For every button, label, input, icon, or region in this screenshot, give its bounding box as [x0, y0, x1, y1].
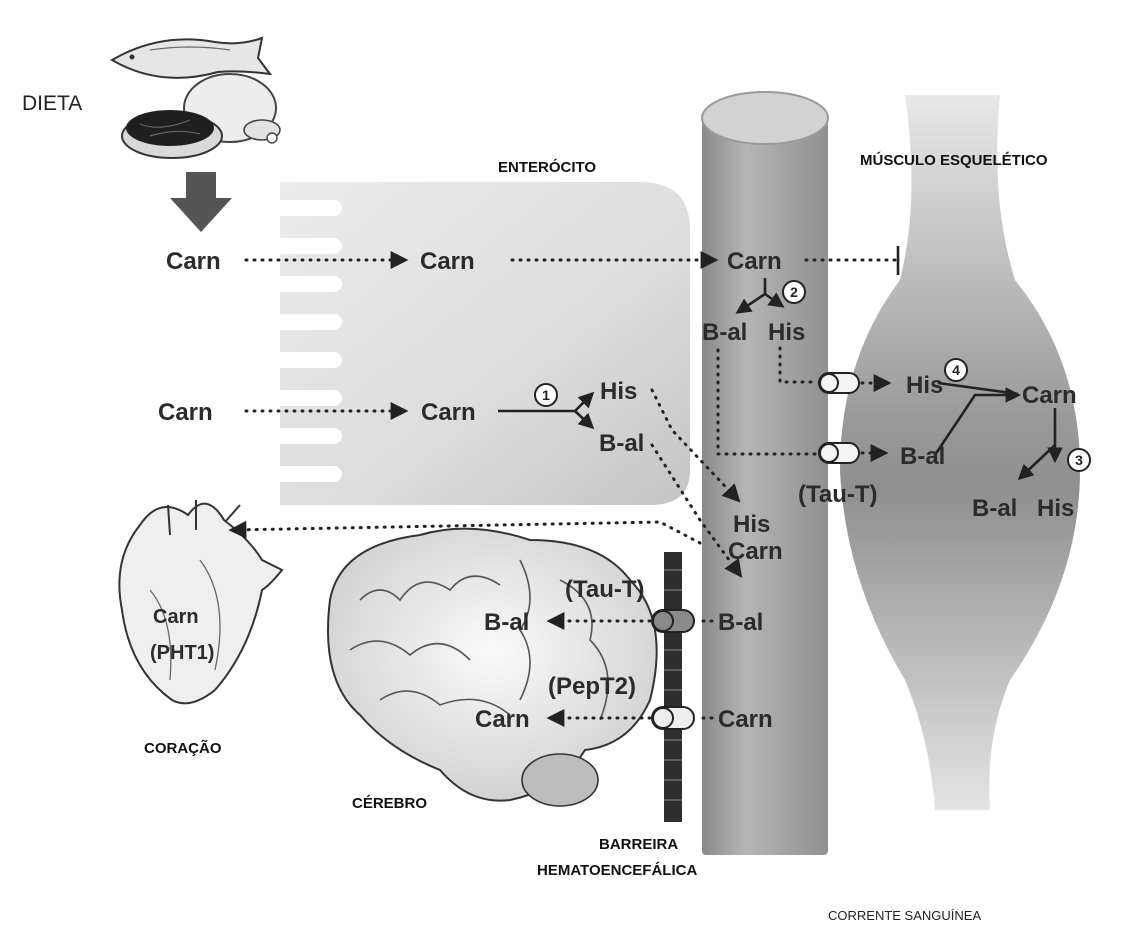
bbb-label-line2: HEMATOENCEFÁLICA: [537, 862, 697, 879]
heart-carn-label: Carn: [153, 606, 199, 628]
transporter-icon-brain-carn: [652, 707, 694, 729]
blood-bal-label: B-al: [702, 319, 747, 346]
skeletal-muscle-label: MÚSCULO ESQUELÉTICO: [860, 151, 1048, 169]
brain-icon: [328, 529, 657, 806]
enterocyte-his-label: His: [600, 378, 637, 405]
svg-text:2: 2: [790, 284, 798, 300]
muscle-his-out-label: His: [1037, 495, 1074, 522]
blood-his-label: His: [768, 319, 805, 346]
enterocyte-carn-label: Carn: [421, 399, 476, 426]
muscle-his-label: His: [906, 372, 943, 399]
brain-pept2-label: (PepT2): [548, 673, 636, 700]
muscle-bal-out-label: B-al: [972, 495, 1017, 522]
skeletal-muscle-shape: [840, 95, 1080, 810]
enterocyte-label: ENTERÓCITO: [498, 158, 596, 176]
transporter-icon-muscle-his: [819, 373, 859, 393]
muscle-bal-label: B-al: [900, 443, 945, 470]
diet-intake-arrow: [170, 172, 232, 232]
enterocyte-carn-top-label: Carn: [420, 248, 475, 275]
muscle-carn-label: Carn: [1022, 382, 1077, 409]
heart-label: CORAÇÃO: [144, 739, 222, 757]
transporter-icon-muscle-bal: [819, 443, 859, 463]
muscle-taut-label: (Tau-T): [798, 481, 878, 508]
blood-carn-brain-label: Carn: [718, 706, 773, 733]
blood-carn-top-label: Carn: [727, 248, 782, 275]
step-marker-1: 1: [535, 384, 557, 406]
fish-icon: [112, 38, 270, 78]
brain-taut-label: (Tau-T): [565, 576, 645, 603]
step-marker-3: 3: [1068, 449, 1090, 471]
brain-label: CÉREBRO: [352, 795, 427, 812]
bbb-label-line1: BARREIRA: [599, 836, 678, 853]
heart-pht1-label: (PHT1): [150, 642, 214, 664]
transporter-icon-brain-bal: [652, 610, 694, 632]
blood-vessel: [702, 92, 828, 855]
svg-text:4: 4: [952, 362, 960, 378]
brain-carn-label: Carn: [475, 706, 530, 733]
brain-bal-label: B-al: [484, 609, 529, 636]
svg-text:1: 1: [542, 387, 550, 403]
bloodstream-label: CORRENTE SANGUÍNEA: [828, 908, 981, 923]
step-marker-4: 4: [945, 359, 967, 381]
blood-bal-brain-label: B-al: [718, 609, 763, 636]
blood-carn-mid-label: Carn: [728, 538, 783, 565]
enterocyte-bal-label: B-al: [599, 430, 644, 457]
diet-label: DIETA: [22, 92, 82, 115]
svg-text:3: 3: [1075, 452, 1083, 468]
blood-his-mid-label: His: [733, 511, 770, 538]
step-marker-2: 2: [783, 281, 805, 303]
diet-carn-label: Carn: [166, 248, 221, 275]
lumen-carn-label: Carn: [158, 399, 213, 426]
blood-brain-barrier: [664, 552, 682, 822]
